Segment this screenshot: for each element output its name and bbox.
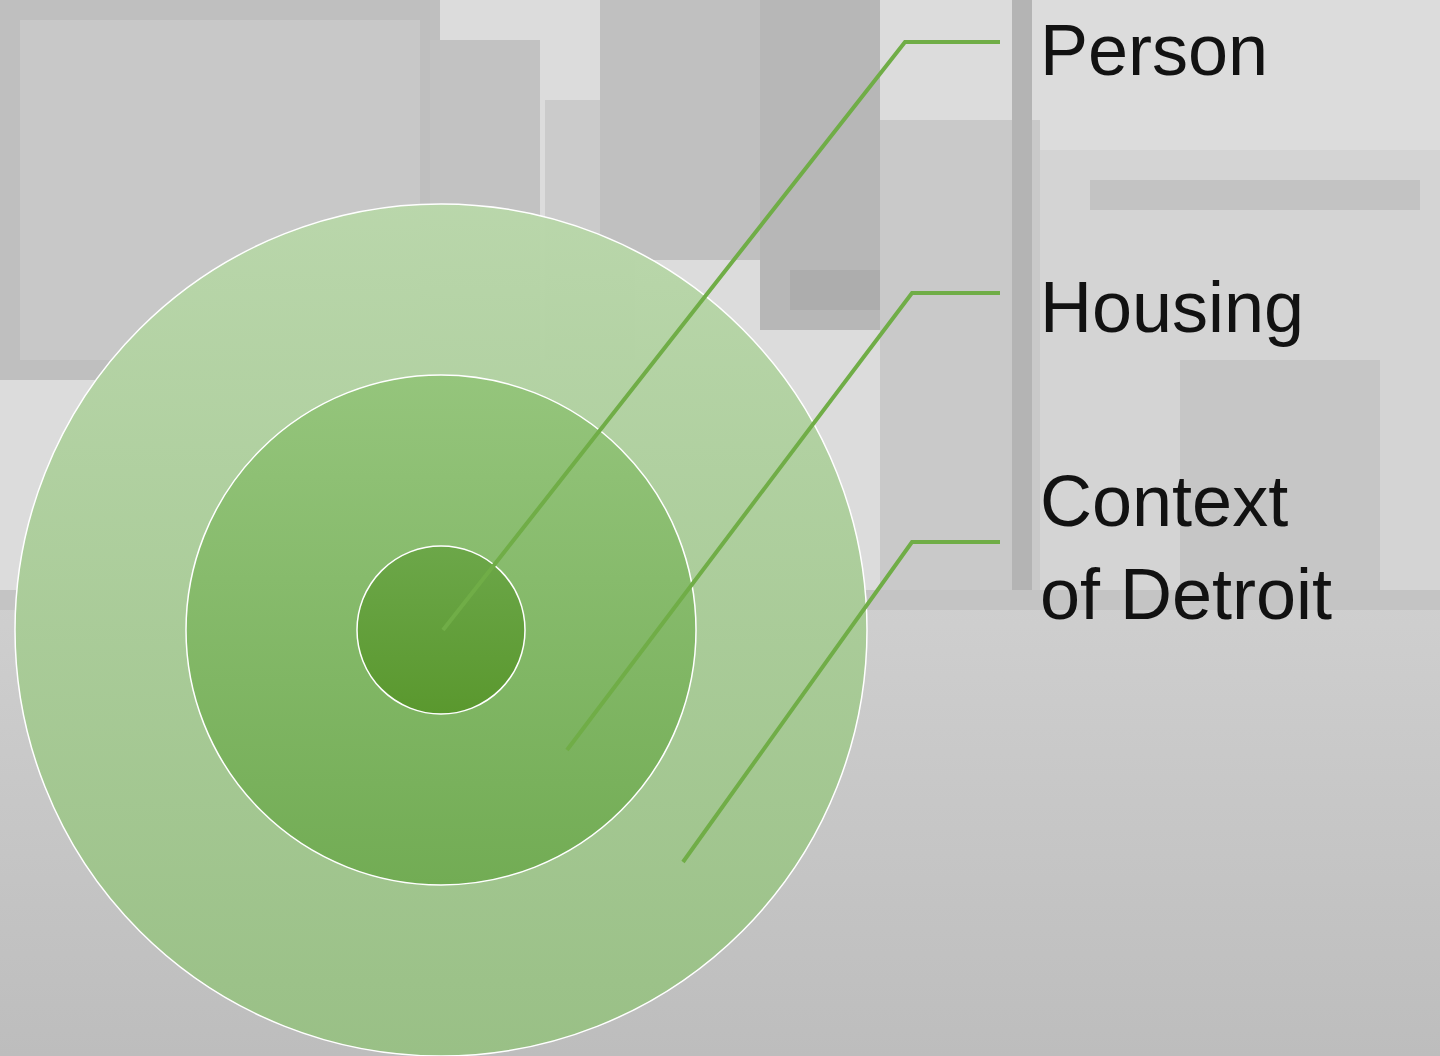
circle-fill (15, 204, 867, 1056)
ring-circle: Context of DetroitHousingPerson (14, 203, 868, 1056)
leader-line (443, 42, 1000, 630)
circle-shape (356, 545, 526, 715)
tower (600, 0, 760, 260)
ring-label: Housing (1040, 261, 1400, 354)
leader-line (683, 542, 1000, 862)
ring-circle: Person (356, 545, 526, 715)
sign (790, 270, 880, 310)
circle-fill (186, 375, 696, 885)
building-cornice (1090, 180, 1420, 210)
ring-label: Person (1040, 4, 1400, 97)
circle-fill (357, 546, 525, 714)
ring-label: Context of Detroit (1040, 455, 1360, 641)
ring-circle: HousingPerson (185, 374, 697, 886)
building (760, 0, 880, 330)
leader-line (567, 293, 1000, 750)
pole (1012, 0, 1032, 660)
